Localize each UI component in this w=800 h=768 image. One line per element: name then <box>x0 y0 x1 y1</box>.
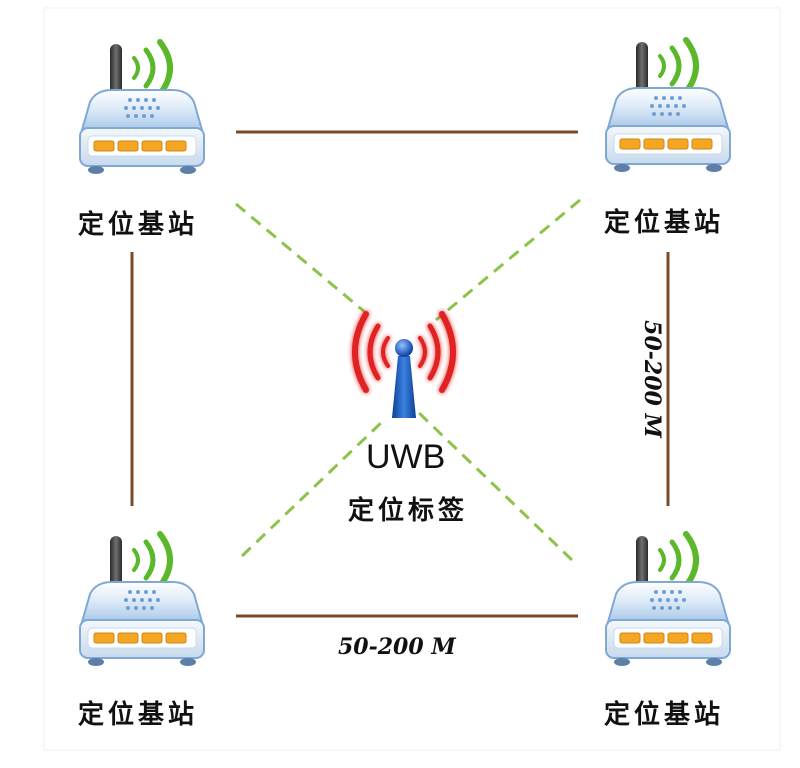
station-label-bottom-right: 定位基站 <box>604 700 725 730</box>
router-icon <box>606 534 730 666</box>
edge-lines <box>130 130 670 618</box>
station-label-top-right: 定位基站 <box>604 208 725 238</box>
link-top-right <box>435 198 581 322</box>
tag-name: UWB <box>366 438 446 476</box>
router-icon <box>606 40 730 172</box>
station-label-top-left: 定位基站 <box>78 210 199 240</box>
link-bottom-right <box>416 410 574 562</box>
distance-label-horizontal: 50-200 M <box>338 634 456 660</box>
tag-label: 定位标签 <box>348 496 469 526</box>
link-top-left <box>235 202 373 320</box>
station-label-bottom-left: 定位基站 <box>78 700 199 730</box>
link-bottom-left <box>240 418 386 558</box>
router-icon <box>80 534 204 666</box>
router-icon <box>80 42 204 174</box>
distance-label-vertical: 50-200 M <box>639 320 665 438</box>
tag-links <box>235 198 581 562</box>
uwb-tag-antenna-icon <box>352 311 456 418</box>
